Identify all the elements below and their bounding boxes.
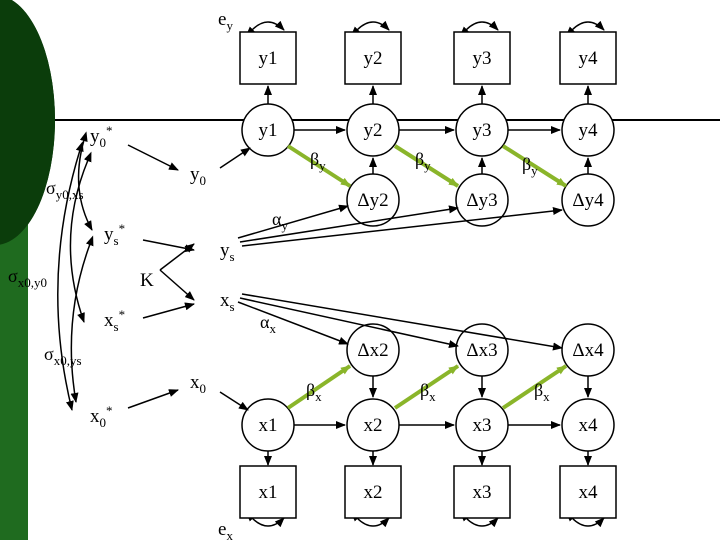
beta-x-label-3: βx xyxy=(534,380,550,404)
x-obs-4: x4 xyxy=(579,482,599,503)
dy-3: Δy3 xyxy=(466,190,497,211)
ys-label: ys xyxy=(220,240,235,264)
sigma-x0-ys-label: σx0,ys xyxy=(44,344,82,368)
x-lat-1: x1 xyxy=(259,415,278,436)
y-loadings xyxy=(264,85,592,104)
beta-y-paths xyxy=(286,144,568,188)
y0-label: y0 xyxy=(190,164,206,188)
ys-star-label: ys* xyxy=(104,221,125,248)
covariance-curves xyxy=(57,131,94,411)
K-label: K xyxy=(140,270,154,291)
y-obs-3: y3 xyxy=(473,48,492,69)
y-lat-1: y1 xyxy=(259,120,278,141)
xs-star-label: xs* xyxy=(104,307,125,334)
x-lat-2: x2 xyxy=(364,415,383,436)
alpha-y-label: αy xyxy=(272,209,288,233)
alpha-x-label: αx xyxy=(260,312,276,336)
dy-4: Δy4 xyxy=(572,190,604,211)
ex-label: ex xyxy=(218,519,233,540)
x-loadings xyxy=(264,450,592,466)
y-obs-1: y1 xyxy=(259,48,278,69)
x-obs-3: x3 xyxy=(473,482,492,503)
star-paths xyxy=(127,144,195,409)
labels: ey ex y1 y2 y3 y4 y1 y2 y3 y4 Δy2 Δy3 Δy… xyxy=(8,9,604,540)
ex-variances xyxy=(245,511,605,528)
sigma-x0-y0-label: σx0,y0 xyxy=(8,266,47,290)
x0-label: x0 xyxy=(190,372,206,396)
beta-y-label-2: βy xyxy=(415,149,431,173)
y-lat-4: y4 xyxy=(579,120,599,141)
beta-x-label-1: βx xyxy=(306,380,322,404)
x-observed-boxes xyxy=(239,465,617,519)
x-latent-circles xyxy=(241,398,615,452)
initial-and-slope-paths xyxy=(219,147,563,411)
y-lat-3: y3 xyxy=(473,120,492,141)
beta-y-label-3: βy xyxy=(522,154,538,178)
x-lat-3: x3 xyxy=(473,415,492,436)
sigma-y0-xs-label: σy0,xs xyxy=(46,178,84,202)
x-lat-4: x4 xyxy=(579,415,599,436)
y-autoregressive-paths xyxy=(294,126,592,174)
x-obs-1: x1 xyxy=(259,482,278,503)
ey-label: ey xyxy=(218,9,233,33)
xs-label: xs xyxy=(220,290,235,314)
y-lat-2: y2 xyxy=(364,120,383,141)
dx-circles xyxy=(346,323,615,377)
y-obs-4: y4 xyxy=(579,48,599,69)
beta-y-label-1: βy xyxy=(310,149,326,173)
beta-x-label-2: βx xyxy=(420,380,436,404)
ey-variances xyxy=(245,20,605,37)
dx-2: Δx2 xyxy=(357,340,388,361)
x-autoregressive-paths xyxy=(294,376,592,429)
y-observed-boxes xyxy=(239,31,617,85)
y0-star-label: y0* xyxy=(90,123,113,150)
x-obs-2: x2 xyxy=(364,482,383,503)
dy-circles xyxy=(346,173,615,227)
x0-star-label: x0* xyxy=(90,403,113,430)
dx-3: Δx3 xyxy=(466,340,497,361)
y-latent-circles xyxy=(241,103,615,157)
y-obs-2: y2 xyxy=(364,48,383,69)
dy-2: Δy2 xyxy=(357,190,388,211)
beta-x-paths xyxy=(286,364,568,410)
dx-4: Δx4 xyxy=(572,340,604,361)
